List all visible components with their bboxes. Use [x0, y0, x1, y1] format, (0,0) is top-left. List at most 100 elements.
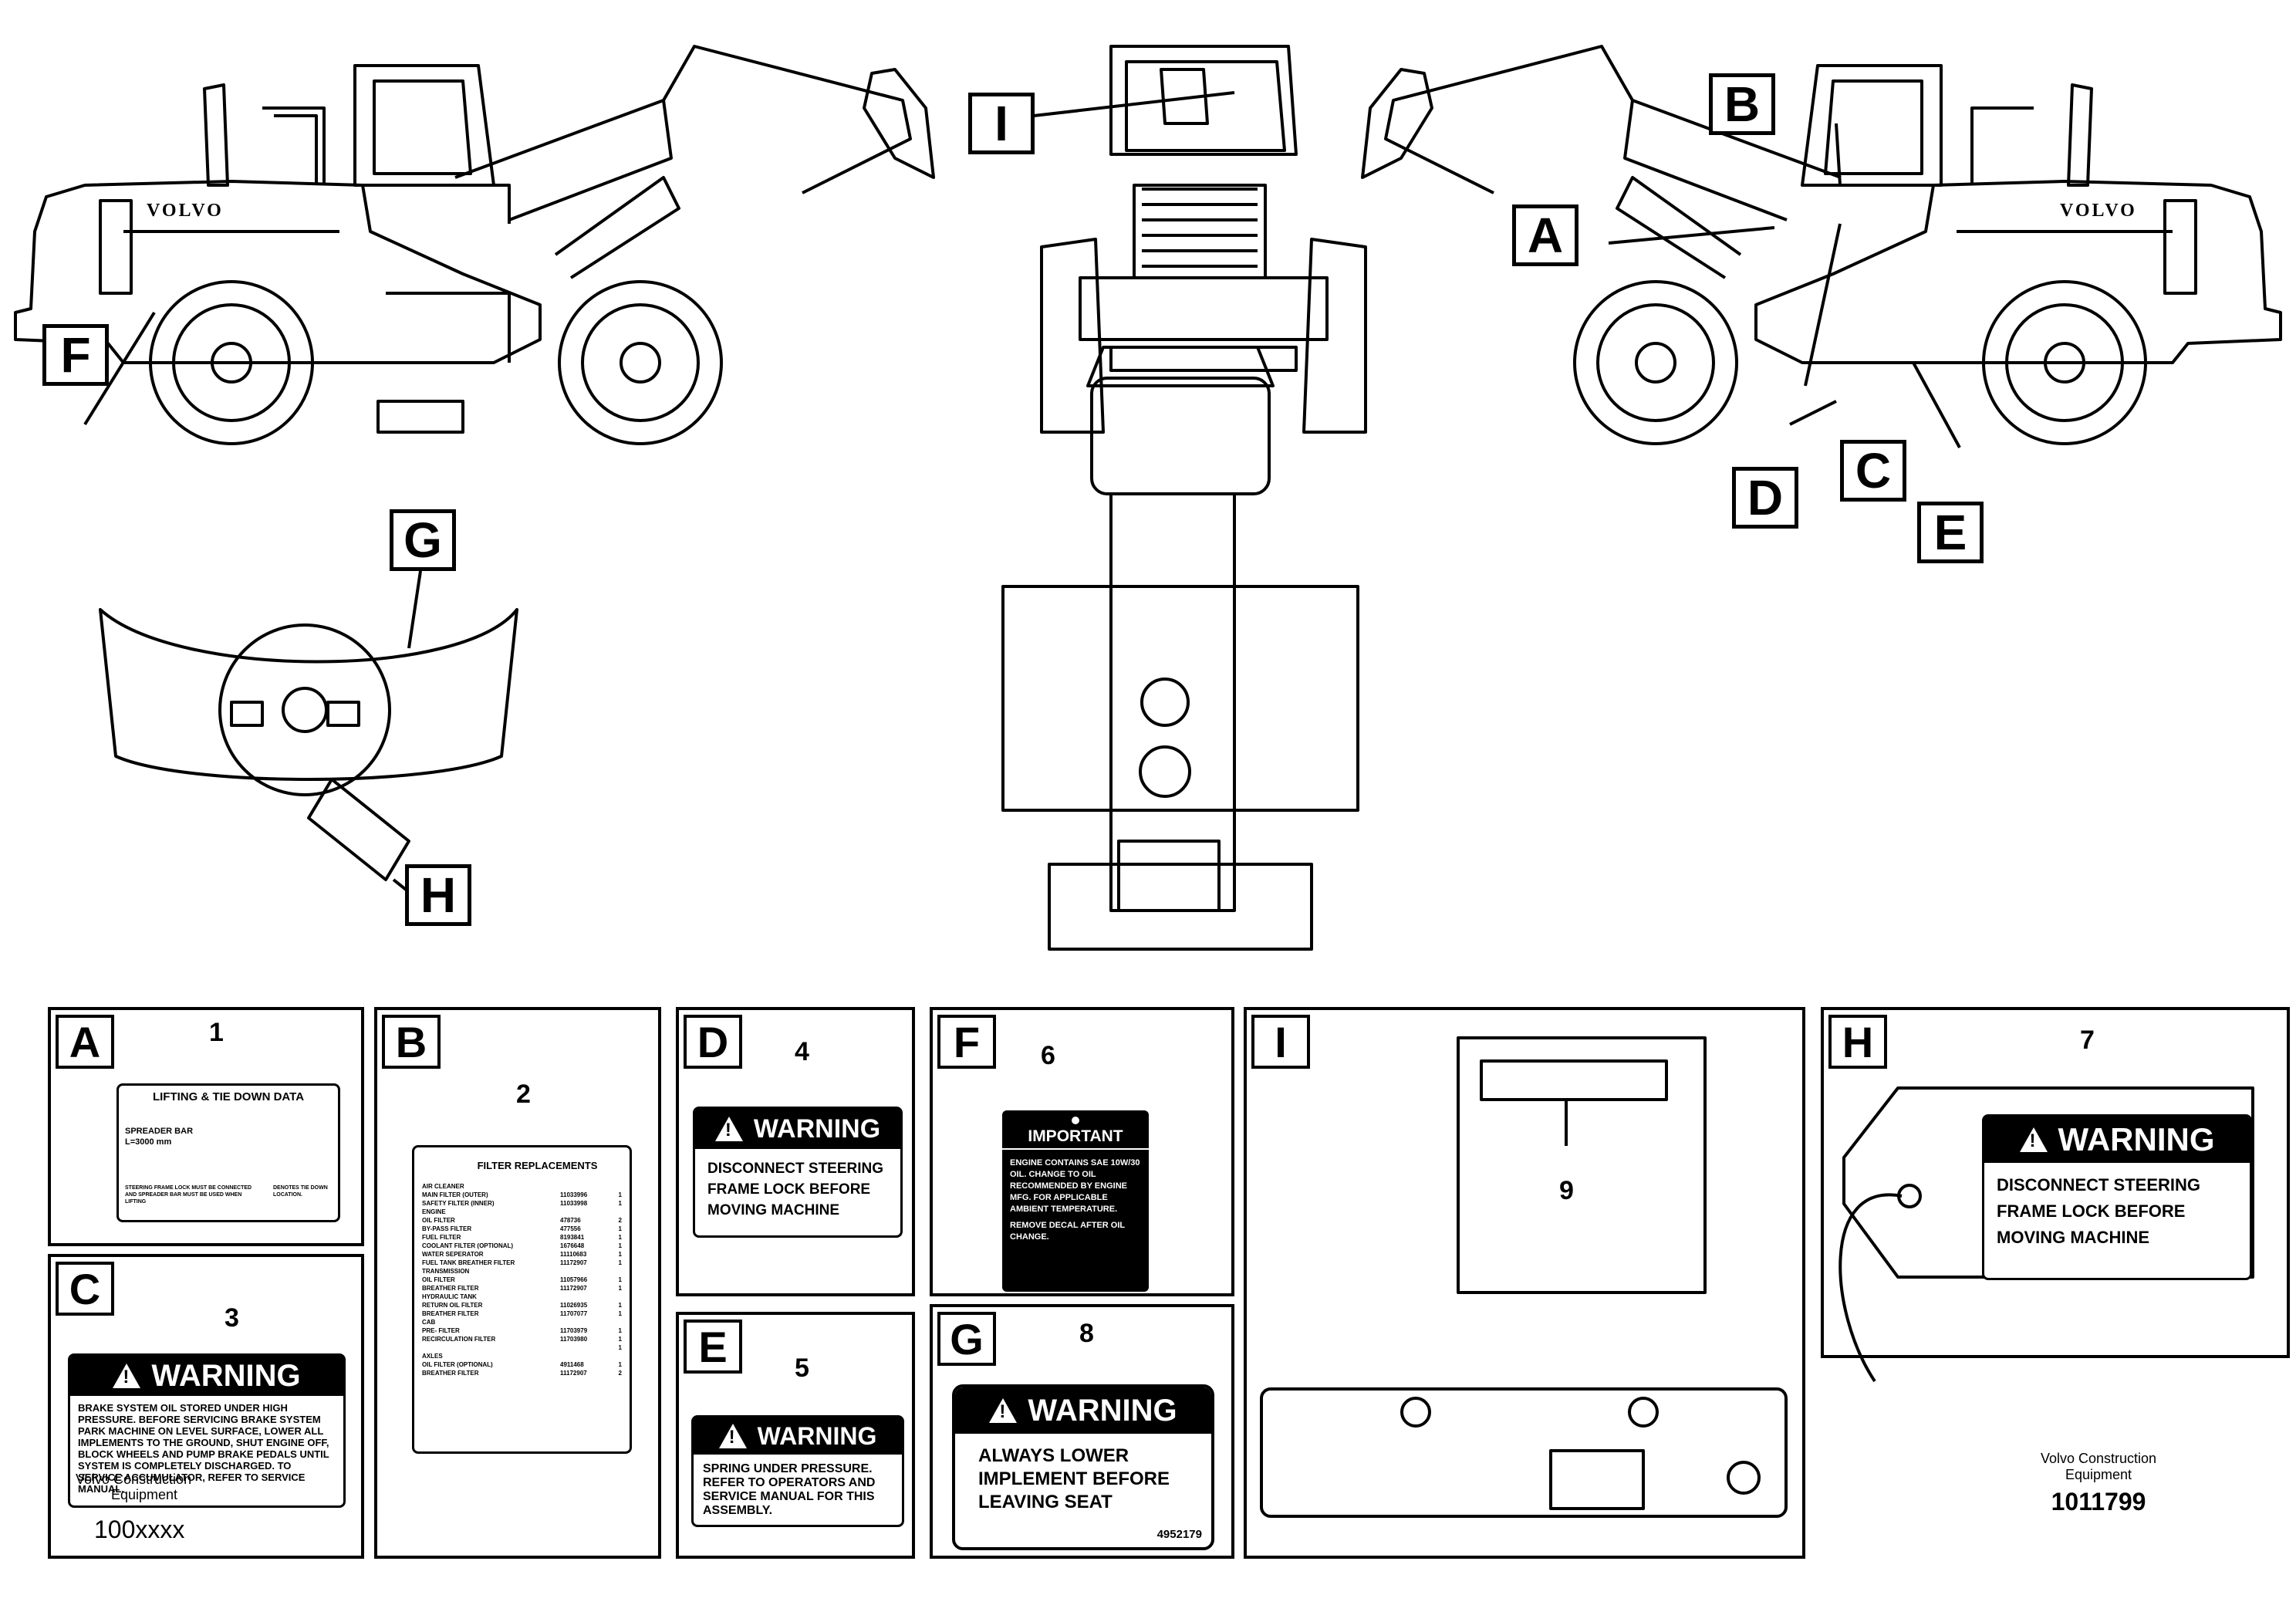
panel-f-number: 6	[1041, 1041, 1055, 1070]
filter-name: CAB	[422, 1319, 436, 1326]
steering-lock-warning-decal: WARNING DISCONNECT STEERING FRAME LOCK B…	[693, 1107, 903, 1238]
filter-name: BREATHER FILTER	[422, 1285, 479, 1292]
panel-c: C 3 WARNING BRAKE SYSTEM OIL STORED UNDE…	[48, 1254, 364, 1559]
filter-part	[560, 1267, 606, 1276]
brake-warning-decal: WARNING BRAKE SYSTEM OIL STORED UNDER HI…	[68, 1353, 346, 1508]
lifting-decal-length: L=3000 mm	[125, 1137, 172, 1147]
panel-g-number: 8	[1079, 1319, 1094, 1348]
lower-implement-warning-decal: WARNING ALWAYS LOWER IMPLEMENT BEFORE LE…	[952, 1384, 1214, 1550]
filter-name: HYDRAULIC TANK	[422, 1293, 477, 1300]
filter-part: 11057966	[560, 1276, 588, 1283]
filter-row: HYDRAULIC TANK	[422, 1293, 622, 1301]
filter-qty: 2	[618, 1370, 622, 1377]
callout-e: E	[1917, 502, 1984, 563]
filter-qty	[606, 1293, 622, 1301]
filter-row: ENGINE	[422, 1208, 622, 1216]
panel-c-letter: C	[56, 1262, 114, 1316]
credit-line-1: Volvo Construction	[2040, 1451, 2157, 1466]
filter-part: 11033998	[560, 1200, 588, 1207]
panel-d-warning-head: WARNING	[753, 1113, 881, 1144]
panel-d-letter: D	[684, 1015, 742, 1069]
panel-d-warning-text: DISCONNECT STEERING FRAME LOCK BEFORE MO…	[707, 1161, 884, 1218]
filter-part: 11172907	[560, 1259, 587, 1266]
callout-g: G	[390, 509, 456, 571]
filter-part: 1676648	[560, 1242, 585, 1249]
warning-triangle-icon	[989, 1398, 1018, 1423]
filter-qty: 1	[618, 1310, 622, 1317]
panel-e-letter: E	[684, 1320, 742, 1374]
filter-row: AXLES	[422, 1352, 622, 1360]
filter-part	[560, 1318, 606, 1326]
filter-name: BREATHER FILTER	[422, 1370, 479, 1377]
filter-qty: 1	[618, 1344, 622, 1351]
filter-qty	[606, 1352, 622, 1360]
filter-qty	[606, 1208, 622, 1216]
filter-part: 8193841	[560, 1234, 585, 1241]
filter-part	[560, 1293, 606, 1301]
lifting-decal-title: LIFTING & TIE DOWN DATA	[152, 1090, 305, 1103]
leader-lines	[83, 91, 1961, 912]
callout-b: B	[1709, 73, 1775, 135]
panel-i: I 9	[1244, 1007, 1805, 1559]
filter-name: TRANSMISSION	[422, 1268, 470, 1275]
panel-h-warning-text: DISCONNECT STEERING FRAME LOCK BEFORE MO…	[1997, 1175, 2201, 1247]
loader-right-side-view	[1361, 45, 2282, 445]
panel-e-warning-head: WARNING	[757, 1421, 877, 1450]
panel-i-drawing	[1260, 1036, 1788, 1518]
filter-qty: 1	[618, 1242, 622, 1249]
warning-triangle-icon	[718, 1424, 747, 1448]
panel-e: E 5 WARNING SPRING UNDER PRESSURE. REFER…	[676, 1312, 915, 1559]
filter-part: 11172907	[560, 1370, 587, 1377]
filter-qty: 1	[618, 1200, 622, 1207]
filter-qty: 2	[618, 1217, 622, 1224]
filter-part: 11703979	[560, 1327, 588, 1334]
filter-part	[560, 1208, 606, 1216]
filter-qty	[606, 1267, 622, 1276]
filter-qty: 1	[618, 1276, 622, 1283]
panel-a-letter: A	[56, 1015, 114, 1069]
filter-name: ENGINE	[422, 1208, 446, 1215]
tag-hole-icon	[1072, 1117, 1079, 1124]
filter-name: AIR CLEANER	[422, 1183, 464, 1190]
filter-part: 11707077	[560, 1310, 588, 1317]
tag-warning-decal: WARNING DISCONNECT STEERING FRAME LOCK B…	[1982, 1114, 2252, 1280]
filter-qty: 1	[618, 1302, 622, 1309]
filter-row: CAB	[422, 1318, 622, 1326]
panel-g-warning-text: ALWAYS LOWER IMPLEMENT BEFORE LEAVING SE…	[978, 1445, 1170, 1512]
panel-i-number: 9	[1559, 1176, 1574, 1205]
steering-wheel-view	[99, 608, 518, 881]
callout-h: H	[405, 864, 471, 926]
panel-g-code: 4952179	[1156, 1528, 1202, 1541]
panel-f: F 6 IMPORTANT ENGINE CONTAINS SAE 10W/30…	[930, 1007, 1234, 1296]
panel-h-tag	[1838, 1086, 2254, 1383]
filter-part: 11703980	[560, 1336, 588, 1343]
callout-i: I	[968, 93, 1035, 154]
important-tag-text2: REMOVE DECAL AFTER OIL CHANGE.	[1010, 1221, 1125, 1242]
important-tag-head: IMPORTANT	[1002, 1127, 1149, 1150]
panel-h-letter: H	[1828, 1015, 1887, 1069]
filter-name: OIL FILTER (OPTIONAL)	[422, 1361, 493, 1368]
panel-f-letter: F	[937, 1015, 996, 1069]
credit-line-2: Equipment	[2065, 1467, 2132, 1482]
important-tag-text: ENGINE CONTAINS SAE 10W/30 OIL. CHANGE T…	[1010, 1158, 1140, 1214]
filter-name: AXLES	[422, 1353, 443, 1360]
filter-name: RETURN OIL FILTER	[422, 1302, 483, 1309]
filter-part	[560, 1182, 606, 1191]
filter-part: 477556	[560, 1225, 581, 1232]
filter-qty	[606, 1182, 622, 1191]
filter-name: FUEL TANK BREATHER FILTER	[422, 1259, 515, 1266]
lifting-decal-note-left: STEERING FRAME LOCK MUST BE CONNECTED AN…	[125, 1185, 252, 1205]
brake-warning-text: BRAKE SYSTEM OIL STORED UNDER HIGH PRESS…	[78, 1402, 329, 1495]
panel-a-number: 1	[209, 1018, 224, 1047]
filter-row: 1	[422, 1343, 622, 1352]
filter-name: WATER SEPERATOR	[422, 1251, 484, 1258]
